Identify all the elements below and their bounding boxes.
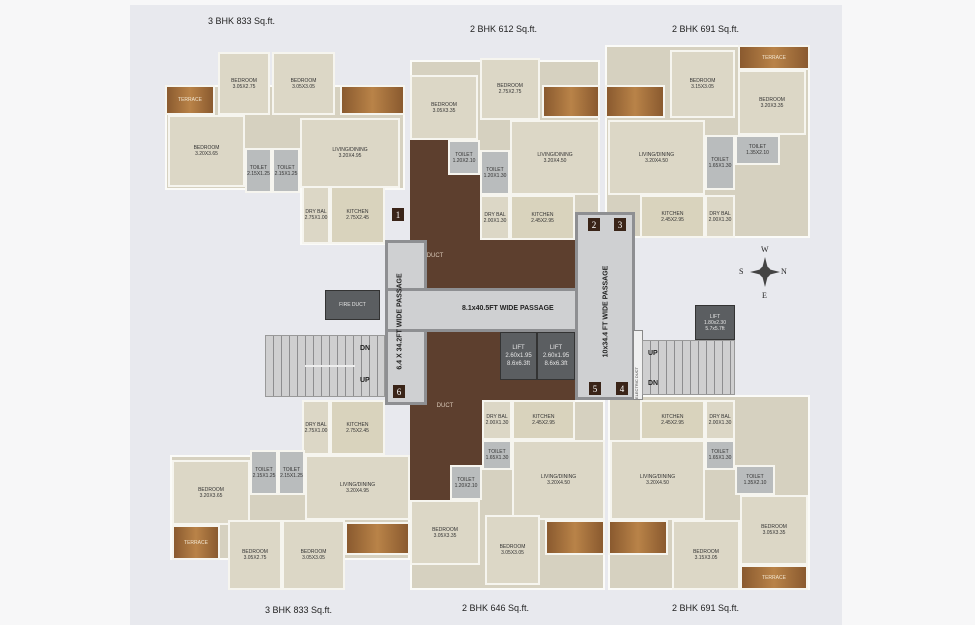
unit-heading: 2 BHK 646 Sq.ft. [462,603,530,613]
unit-number-badge: 4 [616,382,628,395]
stairs-up-label: UP [648,350,658,357]
unit-number-badge: 1 [392,208,404,221]
fire-duct: FIRE DUCT [325,290,380,320]
stairs-down-label: DN [648,380,659,387]
room-terrace: TERRACE [738,45,810,70]
duct-top-middle [448,175,480,288]
unit-number-badge: 6 [393,385,405,398]
unit-heading: 2 BHK 612 Sq.ft. [470,24,538,34]
room-balcony [542,85,600,118]
duct-top-bottom [480,240,575,288]
compass-south: S [739,267,744,276]
compass-rose: W S N E [739,245,787,300]
stair-landing-divider [305,365,355,367]
duct-bottom-middle [410,400,482,465]
room-terrace: TERRACE [172,525,220,560]
duct-top-label: DUCT [426,253,444,259]
right-passage-label: 10x34.4 FT WIDE PASSAGE [602,265,610,358]
room-balcony [340,85,405,115]
unit-number-badge: 5 [589,382,601,395]
unit-heading: 3 BHK 833 Sq.ft. [265,605,333,615]
compass-east: E [762,291,767,300]
compass-west: W [761,245,769,254]
compass-star-icon [750,257,780,287]
left-passage-label: 6.4 X 34.2FT WIDE PASSAGE [396,273,404,370]
duct-bottom-extension [500,380,575,400]
room-balcony [605,85,665,118]
staircase-right [642,340,735,395]
unit-heading: 2 BHK 691 Sq.ft. [672,603,740,613]
duct-bottom-label: DUCT [436,403,454,409]
room-balcony [345,522,410,555]
main-passage-label: 8.1x40.5FT WIDE PASSAGE [462,305,554,312]
room-terrace: TERRACE [165,85,215,115]
room-terrace: TERRACE [740,565,808,590]
unit-number-badge: 3 [614,218,626,231]
compass-north: N [781,267,787,276]
unit-heading: 2 BHK 691 Sq.ft. [672,24,740,34]
right-passage [575,212,635,400]
stairs-up-label: UP [360,377,370,384]
room-balcony [545,520,605,555]
stairs-down-label: DN [360,345,371,352]
room-balcony [608,520,668,555]
unit-number-badge: 2 [588,218,600,231]
duct-bottom-lower [410,465,450,500]
unit-heading: 3 BHK 833 Sq.ft. [208,16,276,26]
